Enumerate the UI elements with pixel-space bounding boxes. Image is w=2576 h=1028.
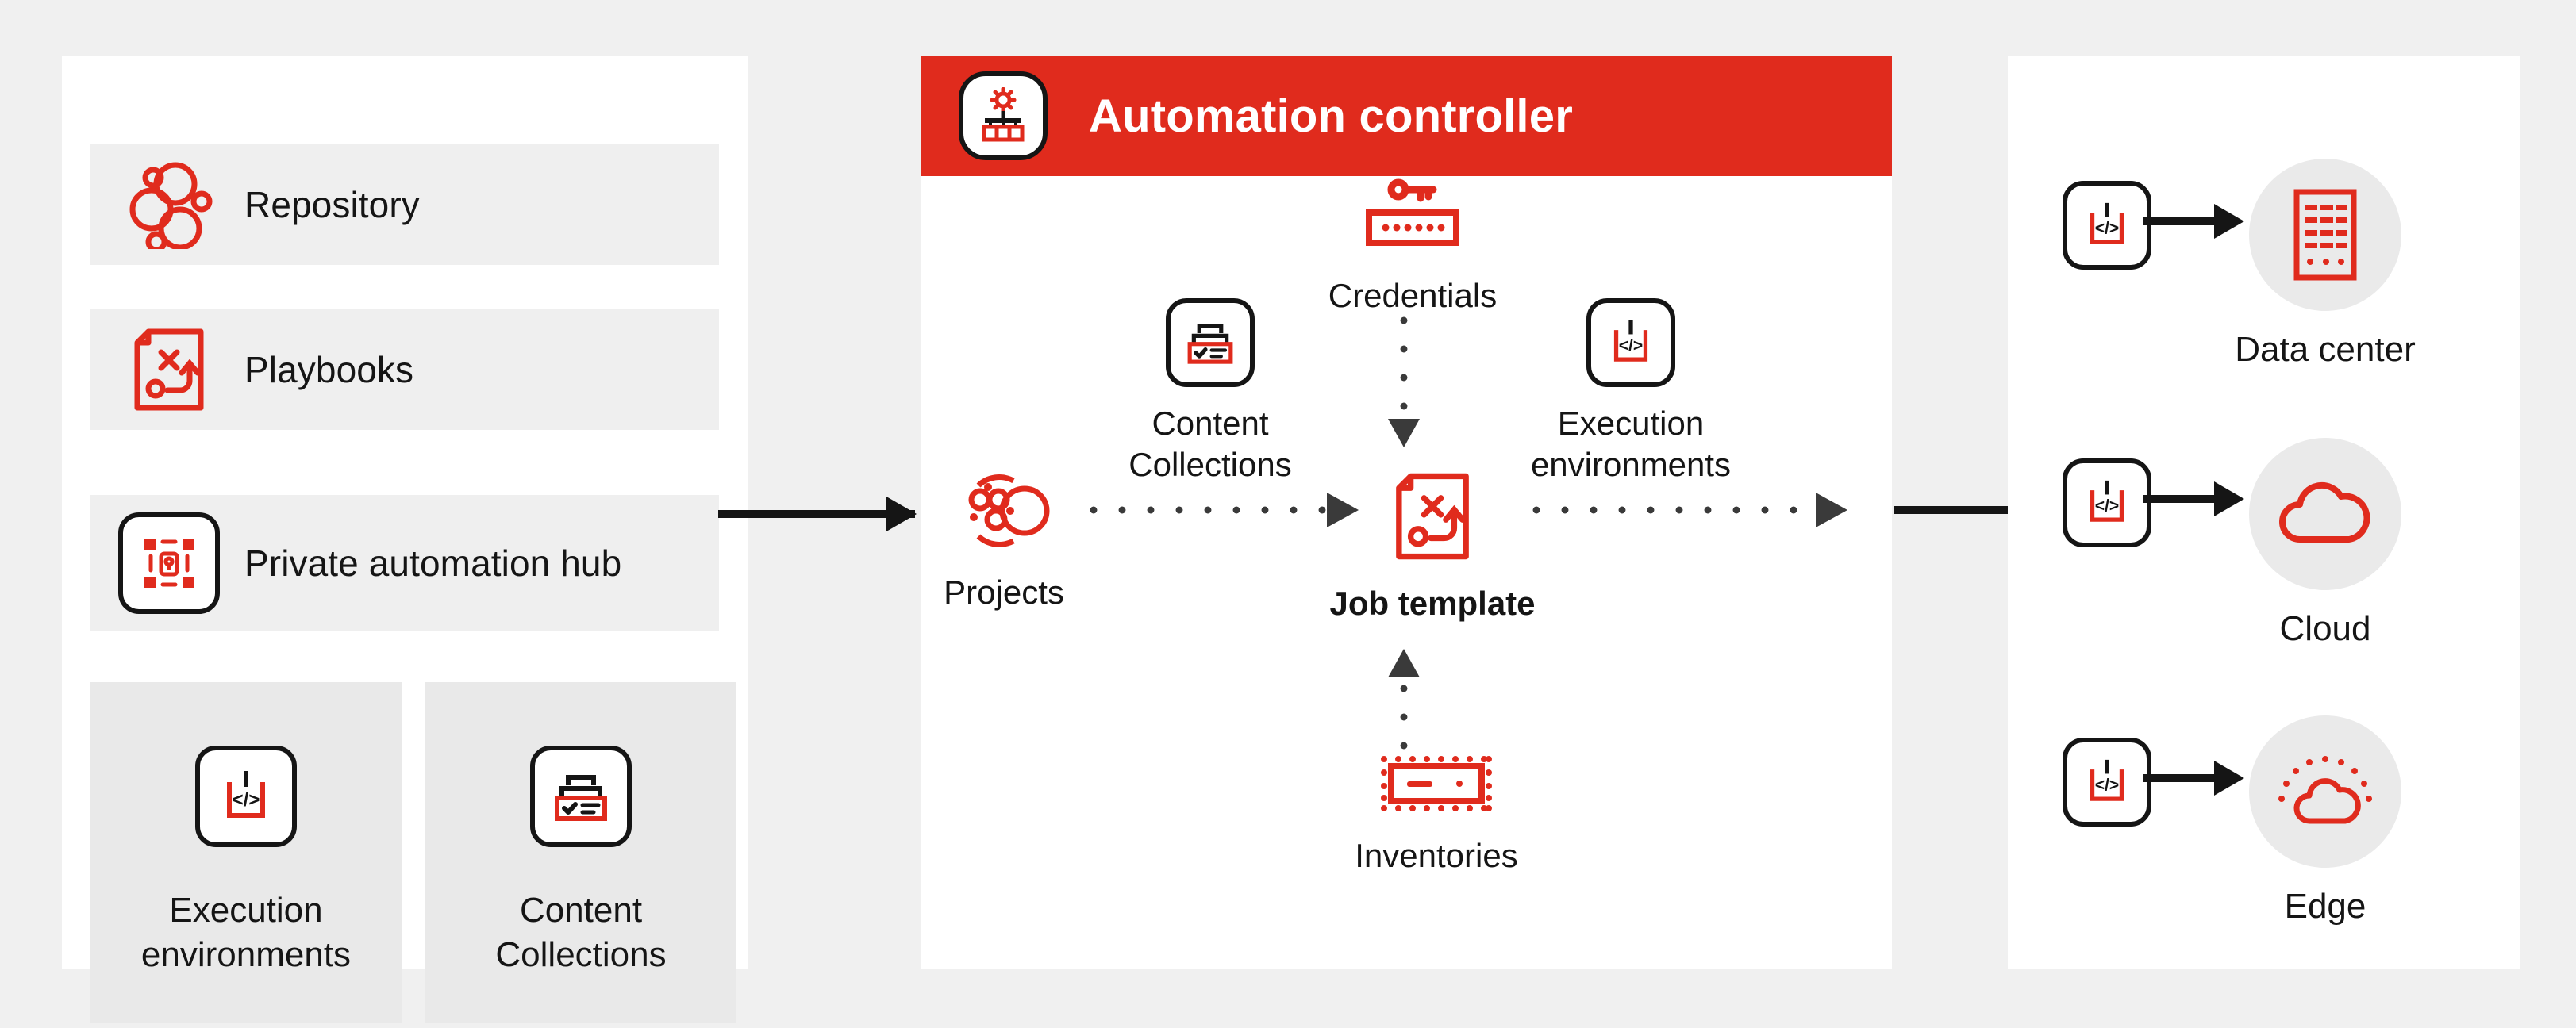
- icon-chip: </>: [1586, 298, 1675, 387]
- arrowhead-icon: [1388, 419, 1420, 447]
- page-title: Automation controller: [1089, 90, 1573, 142]
- node-execution-environments[interactable]: </> Execution environments: [1530, 298, 1732, 485]
- destination-cloud[interactable]: Cloud: [2206, 438, 2444, 649]
- projects-icon: [956, 470, 1052, 556]
- left-row-playbooks[interactable]: Playbooks: [90, 309, 719, 430]
- execution-environment-icon: </>: [195, 746, 297, 847]
- node-label: Job template: [1329, 585, 1536, 622]
- connector-line: [2143, 495, 2230, 503]
- node-label: Credentials: [1328, 277, 1498, 314]
- left-row-label: Private automation hub: [244, 543, 622, 584]
- arrowhead-icon: [2214, 204, 2244, 239]
- connector-line: [718, 510, 915, 518]
- card-label: Content Collections: [495, 891, 667, 975]
- destination-data-center[interactable]: Data center: [2206, 159, 2444, 370]
- card-label: Execution environments: [140, 891, 352, 975]
- node-projects[interactable]: Projects: [929, 470, 1079, 613]
- execution-node-middle[interactable]: </>: [2063, 458, 2151, 547]
- left-row-private-automation-hub[interactable]: Private automation hub: [90, 495, 719, 631]
- playbook-icon: [94, 325, 244, 414]
- execution-environment-icon: </>: [2063, 458, 2151, 547]
- icon-chip: [118, 512, 220, 614]
- left-row-label: Playbooks: [244, 349, 414, 390]
- execution-environment-icon: </>: [1586, 298, 1675, 387]
- execution-environment-icon: </>: [2063, 738, 2151, 827]
- svg-text:</>: </>: [2095, 497, 2119, 516]
- icon-chip: [1166, 298, 1255, 387]
- left-panel: Repository Playbooks: [62, 56, 748, 1023]
- server-rack-icon: [2249, 159, 2401, 311]
- node-credentials[interactable]: Credentials: [1294, 176, 1532, 316]
- execution-node-bottom[interactable]: </>: [2063, 738, 2151, 827]
- connector-line: [1532, 505, 1821, 515]
- execution-environment-icon: </>: [2063, 181, 2151, 270]
- destination-edge[interactable]: Edge: [2206, 715, 2444, 926]
- connector-line: [1894, 506, 2064, 514]
- connector-line: [1399, 684, 1409, 757]
- content-collections-icon: [1166, 298, 1255, 387]
- icon-chip: [959, 71, 1048, 160]
- arrowhead-icon: [1327, 493, 1359, 527]
- destination-label: Edge: [2284, 887, 2366, 926]
- node-label: Execution environments: [1530, 405, 1732, 484]
- content-collections-icon: [530, 746, 632, 847]
- inventories-icon: [1377, 752, 1496, 819]
- private-automation-hub-icon: [94, 512, 244, 614]
- connector-line: [2143, 217, 2230, 225]
- center-panel-header: Automation controller: [921, 56, 1892, 176]
- node-label: Content Collections: [1128, 405, 1292, 484]
- svg-text:</>: </>: [2095, 777, 2119, 795]
- left-card-execution-environments[interactable]: </> Execution environments: [90, 682, 402, 1023]
- arrowhead-icon: [2214, 761, 2244, 796]
- node-job-template[interactable]: Job template: [1329, 470, 1536, 624]
- node-inventories[interactable]: Inventories: [1317, 752, 1555, 876]
- automation-controller-icon: [959, 71, 1048, 160]
- connector-line: [1089, 505, 1336, 515]
- left-row-label: Repository: [244, 184, 420, 225]
- arrowhead-icon: [1816, 493, 1847, 527]
- arrowhead-icon: [2214, 481, 2244, 516]
- destination-label: Data center: [2235, 330, 2416, 369]
- arrowhead-icon: [1388, 649, 1420, 677]
- repository-icon: [94, 160, 244, 249]
- node-label: Projects: [944, 573, 1064, 611]
- center-panel: Automation controller: [921, 56, 1892, 969]
- connector-line: [2143, 774, 2230, 782]
- node-content-collections[interactable]: Content Collections: [1119, 298, 1301, 485]
- arrowhead-icon: [886, 497, 917, 531]
- execution-node-top[interactable]: </>: [2063, 181, 2151, 270]
- svg-text:</>: </>: [233, 789, 260, 811]
- svg-text:</>: </>: [2095, 220, 2119, 238]
- left-row-repository[interactable]: Repository: [90, 144, 719, 265]
- icon-chip: [530, 746, 632, 847]
- credentials-key-icon: [1357, 176, 1468, 259]
- svg-text:</>: </>: [1619, 337, 1643, 355]
- cloud-icon: [2249, 438, 2401, 590]
- left-card-content-collections[interactable]: Content Collections: [425, 682, 736, 1023]
- node-label: Inventories: [1355, 837, 1518, 874]
- edge-cloud-icon: [2249, 715, 2401, 868]
- destination-label: Cloud: [2279, 609, 2371, 648]
- playbook-icon: [1389, 470, 1476, 567]
- icon-chip: </>: [195, 746, 297, 847]
- connector-line: [1399, 316, 1409, 417]
